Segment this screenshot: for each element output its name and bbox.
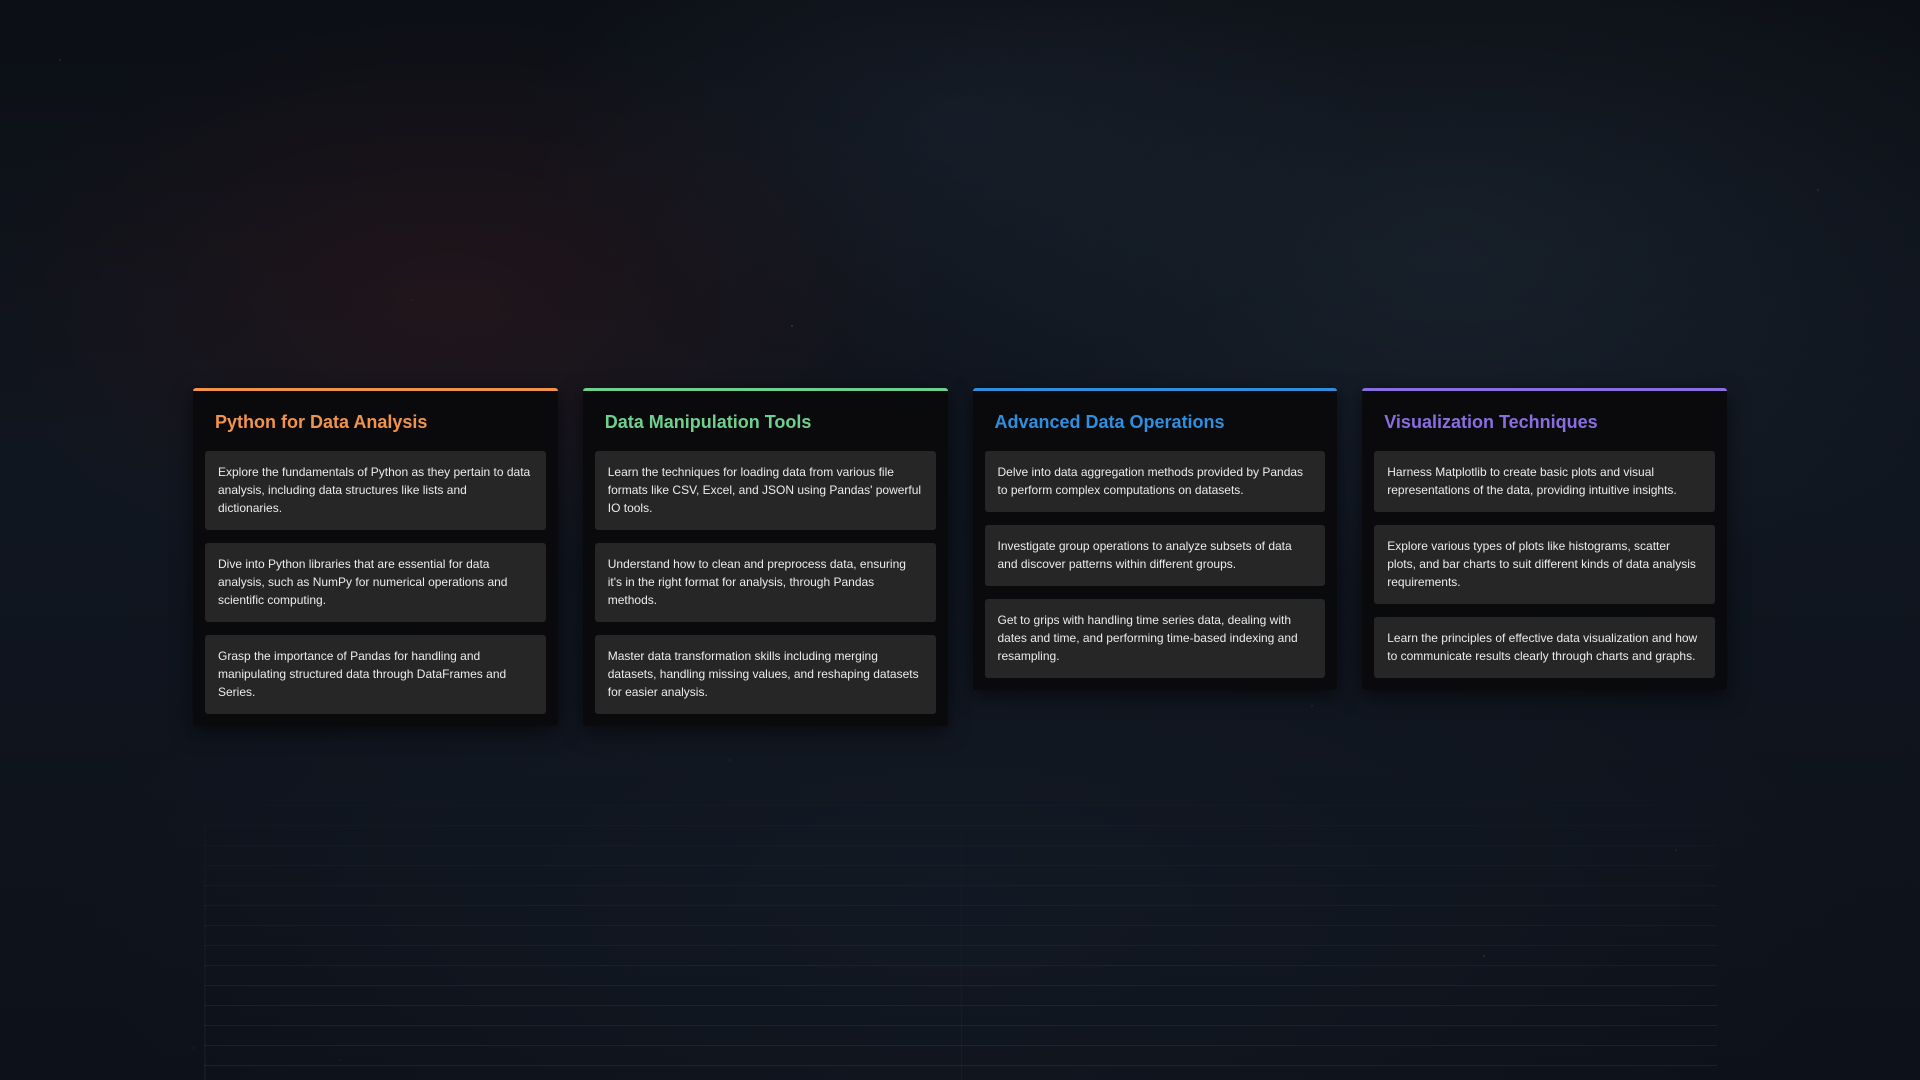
column-title: Visualization Techniques — [1384, 412, 1598, 432]
columns-board: Python for Data Analysis Explore the fun… — [193, 388, 1727, 726]
card[interactable]: Harness Matplotlib to create basic plots… — [1374, 450, 1715, 512]
column-title: Advanced Data Operations — [994, 412, 1225, 432]
card[interactable]: Get to grips with handling time series d… — [984, 598, 1326, 678]
column-advanced-data-operations: Advanced Data Operations Delve into data… — [972, 388, 1338, 690]
column-data-manipulation-tools: Data Manipulation Tools Learn the techni… — [582, 388, 948, 726]
card[interactable]: Learn the techniques for loading data fr… — [594, 450, 936, 530]
card[interactable]: Investigate group operations to analyze … — [984, 524, 1326, 586]
card[interactable]: Grasp the importance of Pandas for handl… — [205, 634, 546, 714]
card[interactable]: Master data transformation skills includ… — [594, 634, 936, 714]
card[interactable]: Explore the fundamentals of Python as th… — [205, 450, 546, 530]
column-title: Python for Data Analysis — [215, 412, 428, 432]
grid-floor — [204, 805, 1717, 1080]
column-title: Data Manipulation Tools — [604, 412, 812, 432]
card[interactable]: Learn the principles of effective data v… — [1374, 616, 1715, 678]
card[interactable]: Delve into data aggregation methods prov… — [984, 450, 1326, 512]
card[interactable]: Dive into Python libraries that are esse… — [205, 542, 546, 622]
column-python-for-data-analysis: Python for Data Analysis Explore the fun… — [193, 388, 558, 726]
card[interactable]: Explore various types of plots like hist… — [1374, 524, 1715, 604]
card[interactable]: Understand how to clean and preprocess d… — [594, 542, 936, 622]
column-visualization-techniques: Visualization Techniques Harness Matplot… — [1362, 388, 1727, 690]
